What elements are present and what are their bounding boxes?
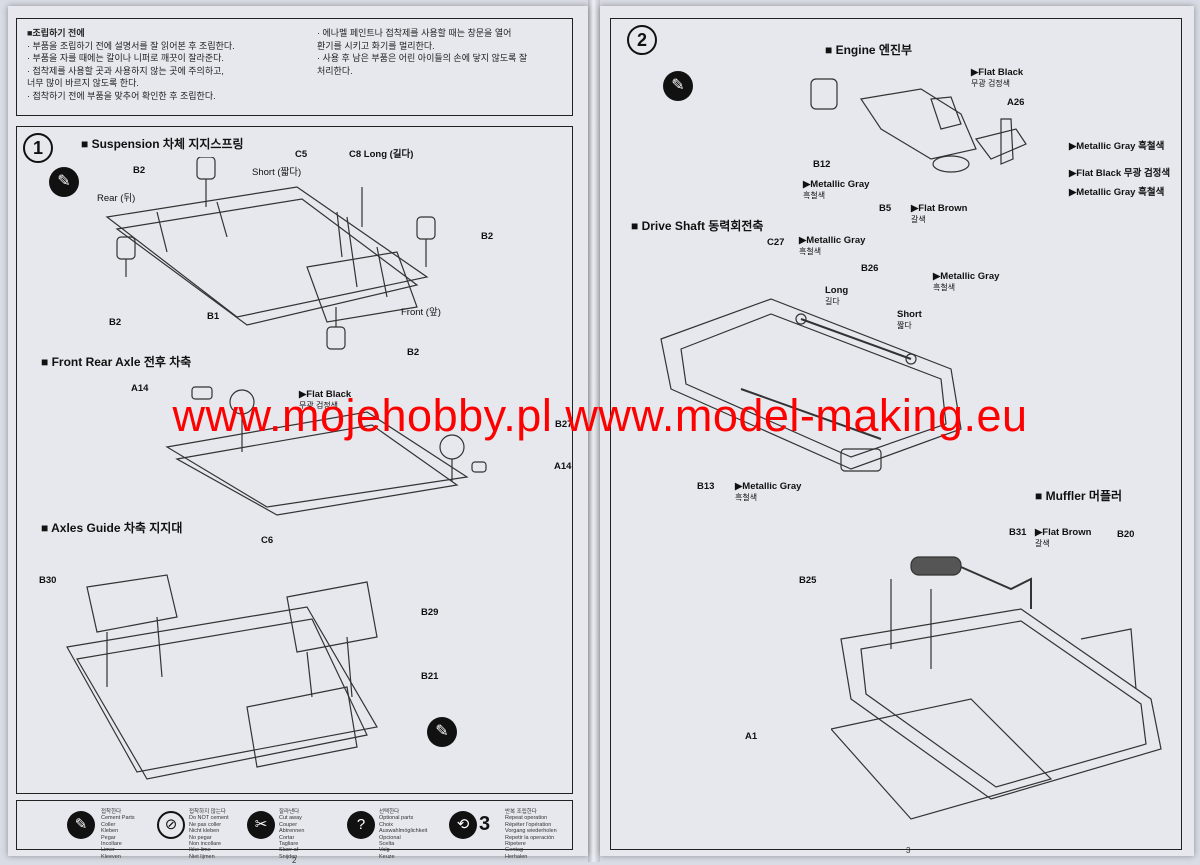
- note-line: · 사용 후 남은 부품은 어린 아이들의 손에 닿지 않도록 잘: [317, 53, 528, 63]
- label-b25: B25: [799, 575, 817, 586]
- label-a1: A1: [745, 731, 758, 742]
- label-metallic-gray: ▶Metallic Gray 흑철색: [803, 179, 870, 200]
- label-b29: B29: [421, 607, 439, 618]
- drive-shaft-title: ■ Drive Shaft 동력회전축: [631, 219, 764, 233]
- label-b21: B21: [421, 671, 439, 682]
- label-metallic-gray: ▶Metallic Gray 흑철색: [1069, 187, 1165, 198]
- step-2-panel: 2 ✎ ■ Engine 엔진부 ▶Flat Black 무광 검정색 A26 …: [610, 18, 1182, 850]
- engine-drawing: [810, 78, 1027, 173]
- label-flat-black: ▶Flat Black 무광 검정색: [1069, 168, 1171, 179]
- glue-icon: ✎: [427, 717, 457, 747]
- muffler-title: ■ Muffler 머플러: [1035, 489, 1123, 503]
- note-line: · 접착제를 사용할 곳과 사용하지 않는 곳에 주의하고,: [27, 65, 224, 76]
- label-b2: B2: [109, 317, 122, 328]
- label-b20: B20: [1117, 529, 1135, 540]
- label-b5: B5: [879, 203, 892, 214]
- repeat-count: 3: [479, 813, 491, 835]
- label-b27: B27: [555, 419, 573, 430]
- label-a14: A14: [554, 461, 572, 472]
- left-page: ■조립하기 전에 · 부품을 조립하기 전에 설명서를 잘 읽어본 후 조립한다…: [8, 6, 588, 865]
- note-line: 환기를 시키고 화기를 멀리한다.: [317, 40, 435, 51]
- repeat-icon: ⟲: [449, 811, 477, 839]
- label-b12: B12: [813, 159, 831, 170]
- label-rear: Rear (뒤): [97, 193, 136, 204]
- watermark: www.mojehobby.pl www.model-making.eu: [172, 390, 1028, 441]
- label-b26: B26: [861, 263, 879, 274]
- notes-heading: ■조립하기 전에: [27, 28, 85, 38]
- label-short: Short 짧다: [897, 309, 922, 330]
- book-spine: [588, 0, 600, 862]
- label-b2: B2: [407, 347, 420, 358]
- no-glue-icon: ⊘: [157, 811, 185, 839]
- axle-drawing: [165, 386, 487, 516]
- step-number: 2: [627, 25, 657, 55]
- label-b1: B1: [207, 311, 220, 322]
- label-c27: C27: [767, 237, 785, 248]
- glue-icon: ✎: [663, 71, 693, 101]
- engine-title: ■ Engine 엔진부: [825, 43, 913, 57]
- label-metallic-gray: ▶Metallic Gray 흑철색: [735, 481, 802, 502]
- label-flat-black: ▶Flat Black 무광 검정색: [971, 67, 1024, 88]
- label-metallic-gray: ▶Metallic Gray 흑철색: [933, 271, 1000, 292]
- step-number: 1: [23, 133, 53, 163]
- step-1-panel: 1 ✎ ✎ ■ Suspension 차체 지지스프링 B2 Rear (뒤) …: [16, 126, 573, 794]
- axle-title: ■ Front Rear Axle 전후 차축: [41, 355, 192, 369]
- label-long: Long 길다: [825, 285, 849, 306]
- label-flat-black: ▶Flat Black 무광 검정색: [299, 389, 352, 410]
- cut-icon: ✂: [247, 811, 275, 839]
- label-c5: C5: [295, 149, 308, 160]
- label-c8-long: C8 Long (길다): [349, 149, 414, 160]
- glue-icon: ✎: [49, 167, 79, 197]
- note-line: · 부품을 자를 때에는 칼이나 니퍼로 깨끗이 잘라준다.: [27, 53, 224, 63]
- label-b2: B2: [481, 231, 494, 242]
- right-page: 2 ✎ ■ Engine 엔진부 ▶Flat Black 무광 검정색 A26 …: [600, 6, 1194, 856]
- page-number: 2: [292, 856, 297, 865]
- guide-title: ■ Axles Guide 차축 지지대: [41, 521, 183, 535]
- page-number: 3: [906, 846, 911, 855]
- note-line: · 에나멜 페인트나 접착제를 사용할 때는 창문을 열어: [317, 28, 512, 38]
- label-flat-brown: ▶Flat Brown 갈색: [1035, 527, 1092, 548]
- suspension-title: ■ Suspension 차체 지지스프링: [81, 137, 244, 151]
- note-line: 처리한다.: [317, 65, 353, 76]
- axles-guide-drawing: [66, 574, 378, 780]
- label-short: Short (짧다): [252, 167, 302, 178]
- drive-shaft-drawing: [660, 298, 962, 472]
- label-front: Front (앞): [401, 307, 441, 318]
- note-line: · 접착하기 전에 부품을 맞추어 확인한 후 조립한다.: [27, 90, 216, 101]
- note-line: 너무 많이 바르지 않도록 한다.: [27, 78, 139, 88]
- assembly-notes-box: ■조립하기 전에 · 부품을 조립하기 전에 설명서를 잘 읽어본 후 조립한다…: [16, 18, 573, 116]
- label-flat-brown: ▶Flat Brown 갈색: [911, 203, 968, 224]
- label-b31: B31: [1009, 527, 1027, 538]
- glue-icon: ✎: [67, 811, 95, 839]
- label-b30: B30: [39, 575, 57, 586]
- question-icon: ?: [347, 811, 375, 839]
- label-metallic-gray: ▶Metallic Gray 흑철색: [1069, 141, 1165, 152]
- muffler-drawing: [831, 556, 1162, 820]
- label-c6: C6: [261, 535, 274, 546]
- notes-left-column: ■조립하기 전에 · 부품을 조립하기 전에 설명서를 잘 읽어본 후 조립한다…: [27, 27, 235, 102]
- label-a14: A14: [131, 383, 149, 394]
- notes-right-column: · 에나멜 페인트나 접착제를 사용할 때는 창문을 열어 환기를 시키고 화기…: [317, 27, 527, 77]
- label-b13: B13: [697, 481, 715, 492]
- note-line: · 부품을 조립하기 전에 설명서를 잘 읽어본 후 조립한다.: [27, 40, 235, 51]
- label-b2: B2: [133, 165, 146, 176]
- label-a26: A26: [1007, 97, 1025, 108]
- suspension-drawing: [105, 157, 436, 350]
- label-metallic-gray: ▶Metallic Gray 흑철색: [799, 235, 866, 256]
